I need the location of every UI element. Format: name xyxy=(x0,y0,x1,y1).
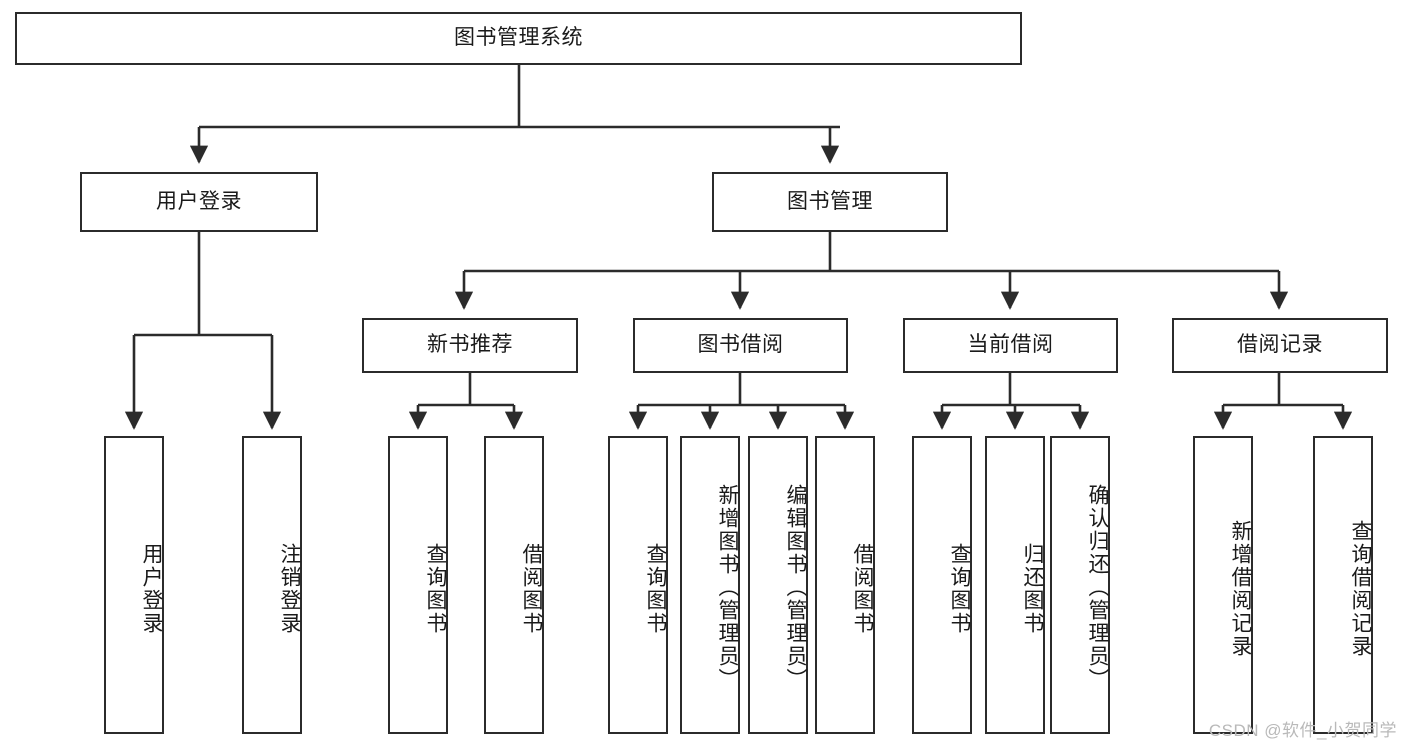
leaf-borrow-books-borrow-label: 借阅图书 xyxy=(851,543,874,635)
leaf-edit-book-admin[interactable]: 编辑图书（管理员） xyxy=(748,436,808,734)
leaf-logout-label: 注销登录 xyxy=(278,543,301,635)
leaf-query-books-borrow-label: 查询图书 xyxy=(644,543,667,635)
node-new-book-recommend[interactable]: 新书推荐 xyxy=(362,318,578,373)
leaf-add-borrow-record[interactable]: 新增借阅记录 xyxy=(1193,436,1253,734)
leaf-query-books-recommend[interactable]: 查询图书 xyxy=(388,436,448,734)
node-book-management[interactable]: 图书管理 xyxy=(712,172,948,232)
leaf-user-login[interactable]: 用户登录 xyxy=(104,436,164,734)
leaf-logout[interactable]: 注销登录 xyxy=(242,436,302,734)
node-user-login-label: 用户登录 xyxy=(156,189,242,213)
node-current-borrow[interactable]: 当前借阅 xyxy=(903,318,1118,373)
node-book-borrow-label: 图书借阅 xyxy=(697,333,784,357)
node-borrow-record-label: 借阅记录 xyxy=(1237,333,1323,357)
leaf-add-book-admin-label: 新增图书（管理员） xyxy=(716,483,739,691)
leaf-borrow-books-recommend[interactable]: 借阅图书 xyxy=(484,436,544,734)
leaf-confirm-return-admin[interactable]: 确认归还（管理员） xyxy=(1050,436,1110,734)
node-new-book-recommend-label: 新书推荐 xyxy=(427,333,513,357)
leaf-add-book-admin[interactable]: 新增图书（管理员） xyxy=(680,436,740,734)
node-borrow-record[interactable]: 借阅记录 xyxy=(1172,318,1388,373)
node-current-borrow-label: 当前借阅 xyxy=(967,333,1054,357)
node-root[interactable]: 图书管理系统 xyxy=(15,12,1022,65)
leaf-return-books[interactable]: 归还图书 xyxy=(985,436,1045,734)
leaf-confirm-return-admin-label: 确认归还（管理员） xyxy=(1086,483,1109,691)
node-book-management-label: 图书管理 xyxy=(787,189,873,213)
leaf-query-books-borrow[interactable]: 查询图书 xyxy=(608,436,668,734)
leaf-borrow-books-recommend-label: 借阅图书 xyxy=(520,543,543,635)
leaf-user-login-label: 用户登录 xyxy=(140,543,163,635)
leaf-query-borrow-record-label: 查询借阅记录 xyxy=(1349,520,1372,658)
node-root-label: 图书管理系统 xyxy=(454,26,583,50)
leaf-add-borrow-record-label: 新增借阅记录 xyxy=(1229,520,1252,658)
leaf-query-books-current-label: 查询图书 xyxy=(948,543,971,635)
node-book-borrow[interactable]: 图书借阅 xyxy=(633,318,848,373)
node-user-login[interactable]: 用户登录 xyxy=(80,172,318,232)
leaf-query-books-recommend-label: 查询图书 xyxy=(424,543,447,635)
leaf-edit-book-admin-label: 编辑图书（管理员） xyxy=(784,483,807,691)
leaf-return-books-label: 归还图书 xyxy=(1021,543,1044,635)
leaf-borrow-books-borrow[interactable]: 借阅图书 xyxy=(815,436,875,734)
leaf-query-books-current[interactable]: 查询图书 xyxy=(912,436,972,734)
leaf-query-borrow-record[interactable]: 查询借阅记录 xyxy=(1313,436,1373,734)
